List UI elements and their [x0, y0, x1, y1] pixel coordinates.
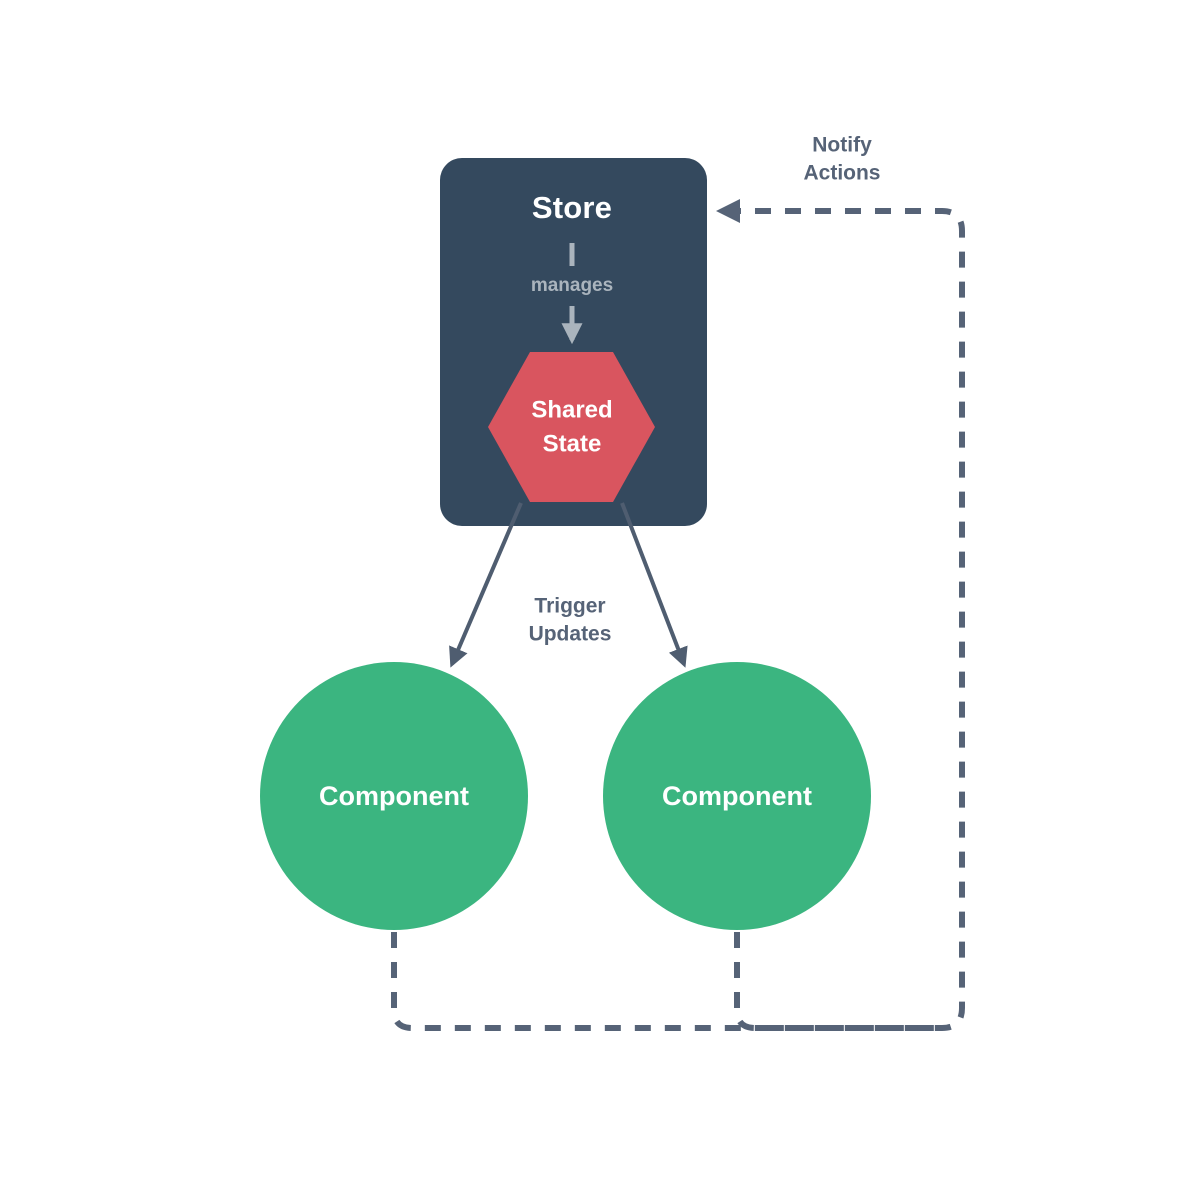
notify-actions-edge-right: [734, 932, 942, 1031]
notify-actions-label-line2: Actions: [803, 162, 880, 185]
shared-state-label-line2: State: [543, 430, 602, 457]
trigger-updates-edge-left: [449, 502, 523, 668]
trigger-updates-label-line1: Trigger: [534, 595, 605, 618]
notify-actions-edge-left: [391, 199, 965, 1031]
trigger-updates-label-line2: Updates: [529, 623, 612, 646]
store-title: Store: [532, 190, 612, 225]
shared-state-hexagon[interactable]: [488, 352, 655, 502]
shared-state-label-line1: Shared: [531, 396, 612, 423]
component-circle-right[interactable]: [603, 662, 871, 930]
component-circle-left[interactable]: [260, 662, 528, 930]
trigger-updates-edge-right: [620, 502, 688, 668]
manages-edge-label: manages: [531, 275, 613, 296]
component-left-label: Component: [319, 781, 469, 811]
component-right-label: Component: [662, 781, 812, 811]
notify-actions-label-line1: Notify: [812, 134, 872, 157]
